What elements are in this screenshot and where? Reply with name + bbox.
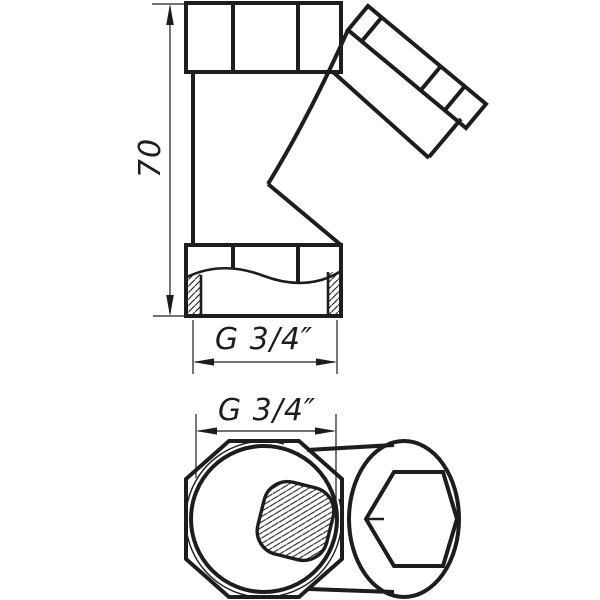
arrowhead-left — [193, 358, 214, 366]
branch-cap-facet-1 — [360, 15, 384, 43]
bore-section-hatch — [255, 479, 336, 563]
branch-tangent-top — [306, 443, 395, 452]
thread-hatch-left — [187, 274, 201, 315]
chamber-far-face — [331, 70, 431, 160]
height-dimension: 70 — [133, 3, 190, 317]
top-cap-outline — [184, 1, 343, 74]
octagon-nut-outline — [184, 439, 344, 599]
chamber-near-face — [266, 182, 343, 247]
height-dimension-label: 70 — [133, 138, 168, 178]
arrowhead-up — [166, 4, 174, 25]
thread-hatch-right — [328, 272, 341, 315]
bore-circle — [189, 444, 339, 594]
bottom-nut — [184, 243, 343, 318]
thread-circle — [185, 440, 343, 598]
front-thread-dimension: G 3/4″ — [192, 320, 338, 374]
arrowhead-down — [166, 295, 174, 316]
branch-neck-edge — [427, 117, 463, 159]
break-wave-line — [186, 266, 342, 285]
branch-cap-facet-2 — [419, 64, 443, 92]
bottom-view: G 3/4″ — [184, 393, 461, 599]
arrowhead-right — [315, 427, 336, 435]
branch-cap-facet-3 — [443, 84, 467, 112]
strainer-branch — [266, 3, 489, 247]
bottom-nut-outline — [184, 243, 343, 318]
branch-cap-hexagon — [363, 470, 460, 568]
top-cap — [184, 1, 343, 74]
front-thread-label: G 3/4″ — [215, 322, 313, 357]
bottom-thread-label: G 3/4″ — [218, 393, 316, 428]
arrowhead-left — [196, 427, 217, 435]
branch-cap-outline — [345, 3, 489, 131]
front-view: 70 — [133, 1, 489, 374]
arrowhead-right — [316, 358, 337, 366]
body-branch-fillet-arc — [266, 29, 350, 186]
